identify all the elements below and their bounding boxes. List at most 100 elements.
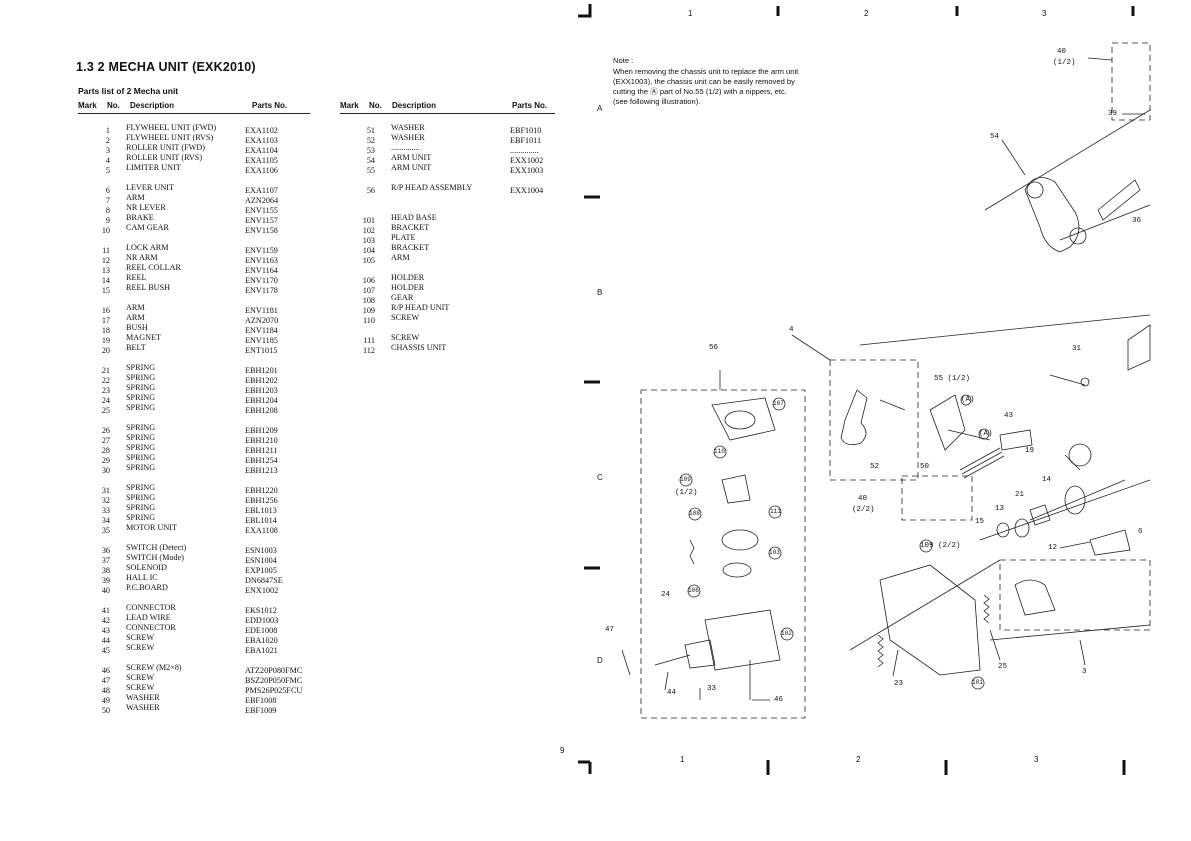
- part-number: 108: [362, 296, 375, 305]
- part-description: SPRING: [126, 393, 156, 402]
- row-marker: C: [597, 473, 603, 482]
- part-description: PLATE: [391, 233, 416, 242]
- part-description: WASHER: [391, 133, 425, 142]
- part-number: 33: [101, 506, 110, 515]
- parts-code: ENV1181: [245, 306, 278, 315]
- callout-label: 33: [707, 685, 717, 693]
- part-description: ..............: [391, 143, 420, 152]
- part-description: SPRING: [126, 383, 156, 392]
- part-description: SCREW: [391, 333, 420, 342]
- parts-list-subtitle: Parts list of 2 Mecha unit: [78, 86, 179, 96]
- parts-code: ENV1178: [245, 286, 278, 295]
- parts-code: ENV1170: [245, 276, 278, 285]
- part-description: BRACKET: [391, 223, 430, 232]
- part-number: 20: [101, 346, 110, 355]
- part-number: 48: [101, 686, 110, 695]
- part-number: 44: [101, 636, 110, 645]
- col-marker: 2: [864, 9, 869, 18]
- parts-code: EBH1211: [245, 446, 278, 455]
- part-description: SWITCH (Mode): [126, 553, 184, 562]
- parts-code: EXX1003: [510, 166, 544, 175]
- part-number: 10: [101, 226, 110, 235]
- row-marker: A: [597, 104, 603, 113]
- callout-label: 55 (1/2): [934, 375, 971, 383]
- callout-label: 109 (2/2): [920, 542, 961, 550]
- part-description: P.C.BOARD: [126, 583, 168, 592]
- part-number: 6: [105, 186, 110, 195]
- parts-code: EBH1209: [245, 426, 278, 435]
- part-number: 26: [101, 426, 110, 435]
- col-marker: 3: [1034, 755, 1039, 764]
- part-number: 14: [101, 276, 110, 285]
- part-description: HEAD BASE: [391, 213, 437, 222]
- callout-label: 31: [1072, 345, 1082, 353]
- part-number: 39: [101, 576, 110, 585]
- callout-label: 47: [605, 626, 615, 634]
- callout-label: 19: [1025, 447, 1035, 455]
- callout-label: 14: [1042, 476, 1052, 484]
- section-title: 1.3 2 MECHA UNIT (EXK2010): [76, 60, 256, 74]
- callout-label: (1/2): [1053, 59, 1076, 67]
- callout-label: 111: [770, 508, 781, 515]
- callout-label: 6: [1138, 528, 1143, 536]
- row-marker: B: [597, 288, 603, 297]
- part-number: 53: [366, 146, 375, 155]
- part-description: SPRING: [126, 403, 156, 412]
- parts-code: ENT1015: [245, 346, 278, 355]
- part-number: 51: [366, 126, 375, 135]
- parts-code: EBF1011: [510, 136, 542, 145]
- note-line: (see following illustration).: [613, 97, 701, 106]
- callout-label: 36: [1132, 217, 1142, 225]
- callout-label: 44: [667, 689, 677, 697]
- part-number: 31: [101, 486, 110, 495]
- part-number: 3: [105, 146, 110, 155]
- header-rule: [340, 113, 555, 114]
- parts-code: EBH1254: [245, 456, 278, 465]
- part-description: SPRING: [126, 433, 156, 442]
- parts-code: EXA1107: [245, 186, 278, 195]
- part-number: 109: [362, 306, 375, 315]
- parts-code: EXA1102: [245, 126, 278, 135]
- part-description: LEAD WIRE: [126, 613, 171, 622]
- part-description: LIMITER UNIT: [126, 163, 181, 172]
- part-number: 37: [101, 556, 110, 565]
- part-description: HALL IC: [126, 573, 158, 582]
- part-number: 101: [362, 216, 375, 225]
- parts-code: EBA1020: [245, 636, 278, 645]
- part-number: 38: [101, 566, 110, 575]
- part-number: 107: [362, 286, 375, 295]
- callout-label: 101: [972, 679, 983, 686]
- part-description: SCREW: [126, 683, 155, 692]
- callout-label: 15: [975, 518, 985, 526]
- part-number: 19: [101, 336, 110, 345]
- part-description: NR LEVER: [126, 203, 166, 212]
- part-number: 110: [363, 316, 375, 325]
- part-number: 15: [101, 286, 110, 295]
